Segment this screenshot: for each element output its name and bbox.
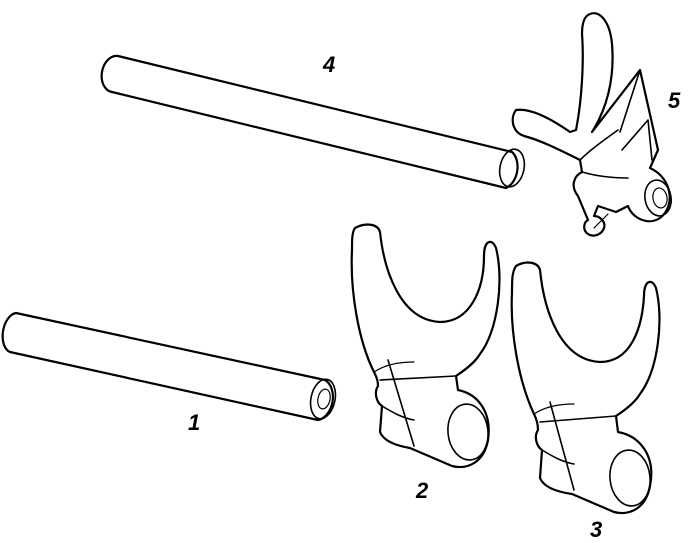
shift-rod-1	[1, 311, 337, 422]
callout-1: 1	[188, 410, 200, 435]
callout-3: 3	[590, 517, 602, 542]
callout-2: 2	[415, 478, 429, 503]
shift-fork-2	[350, 223, 501, 469]
callout-4: 4	[322, 52, 335, 77]
shift-fork-5	[511, 12, 672, 237]
shift-fork-3	[510, 261, 661, 515]
shift-rod-4	[100, 54, 526, 190]
callout-5: 5	[668, 88, 681, 113]
